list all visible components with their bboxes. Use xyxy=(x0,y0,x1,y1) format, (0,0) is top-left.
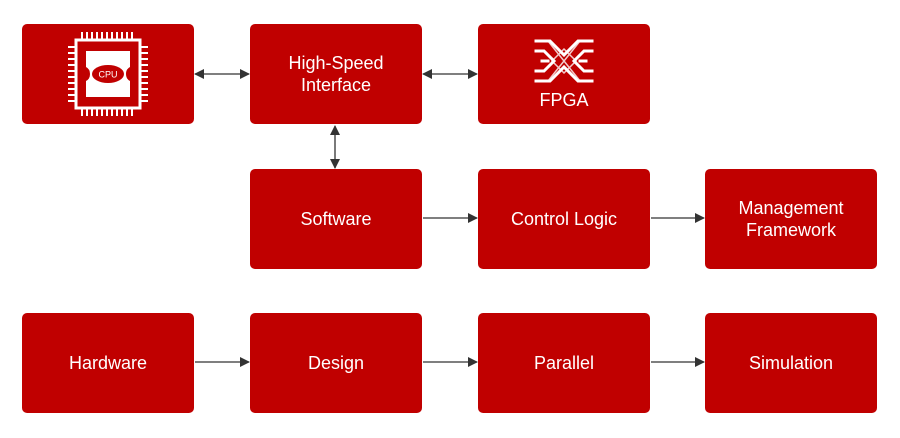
node-design: Design xyxy=(250,313,422,413)
node-label: Simulation xyxy=(748,353,834,373)
node-label: High-Speed Interface xyxy=(288,53,384,95)
node-label: Design xyxy=(307,353,365,373)
cpu-chip-icon: CPU xyxy=(68,32,148,116)
node-parallel: Parallel xyxy=(478,313,650,413)
node-label: Hardware xyxy=(68,353,148,373)
node-control-logic: Control Logic xyxy=(478,169,650,269)
node-cpu: CPU xyxy=(22,24,194,124)
node-label: Management Framework xyxy=(738,198,844,240)
node-high-speed-interface: High-Speed Interface xyxy=(250,24,422,124)
node-simulation: Simulation xyxy=(705,313,877,413)
node-hardware: Hardware xyxy=(22,313,194,413)
node-fpga: FPGA xyxy=(478,24,650,124)
fpga-interconnect-icon xyxy=(534,39,594,83)
node-label: Control Logic xyxy=(510,209,618,229)
node-label: Software xyxy=(300,209,372,229)
svg-text:CPU: CPU xyxy=(98,70,117,80)
node-management-framework: Management Framework xyxy=(705,169,877,269)
node-software: Software xyxy=(250,169,422,269)
node-label: FPGA xyxy=(539,90,589,110)
node-label: Parallel xyxy=(533,353,595,373)
